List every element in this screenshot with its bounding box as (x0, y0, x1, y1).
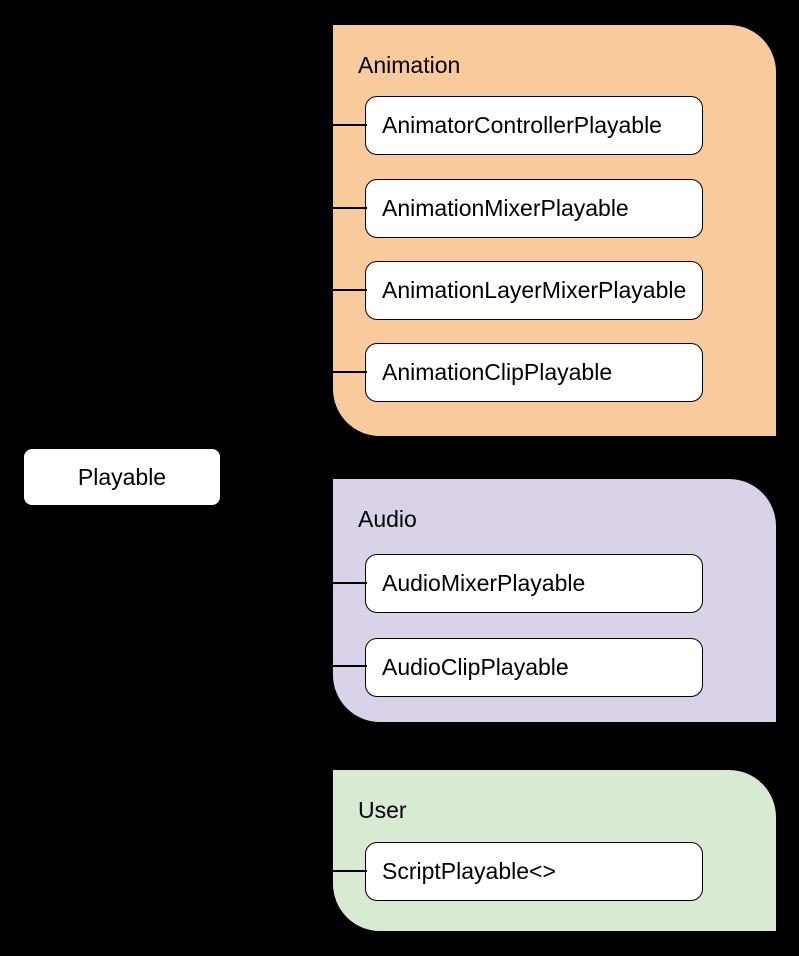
group-audio-label: Audio (358, 506, 417, 532)
node-animation-clip-playable: AnimationClipPlayable (365, 343, 703, 402)
node-label: AnimationLayerMixerPlayable (382, 277, 687, 303)
group-user: User ScriptPlayable<> (332, 769, 777, 932)
node-label: AudioClipPlayable (382, 654, 569, 680)
connector-line (222, 289, 367, 291)
playable-root-node: Playable (23, 448, 221, 506)
node-audio-mixer-playable: AudioMixerPlayable (365, 554, 703, 613)
node-label: ScriptPlayable<> (382, 858, 556, 884)
group-animation: Animation AnimatorControllerPlayable Ani… (332, 24, 777, 437)
connector-line (222, 582, 367, 584)
group-animation-label: Animation (358, 52, 461, 78)
node-label: AnimationMixerPlayable (382, 195, 629, 221)
node-animation-layer-mixer-playable: AnimationLayerMixerPlayable (365, 261, 703, 320)
node-animation-mixer-playable: AnimationMixerPlayable (365, 179, 703, 238)
connector-line (222, 207, 367, 209)
node-audio-clip-playable: AudioClipPlayable (365, 638, 703, 697)
group-user-label: User (358, 797, 407, 823)
node-label: AudioMixerPlayable (382, 570, 586, 596)
connector-line (222, 124, 367, 126)
connector-line (222, 371, 367, 373)
node-script-playable: ScriptPlayable<> (365, 842, 703, 901)
connector-line (222, 870, 367, 872)
playable-root-label: Playable (77, 463, 167, 490)
node-label: AnimatorControllerPlayable (382, 112, 662, 138)
connector-line (222, 665, 367, 667)
group-audio: Audio AudioMixerPlayable AudioClipPlayab… (332, 478, 777, 723)
node-animator-controller-playable: AnimatorControllerPlayable (365, 96, 703, 155)
node-label: AnimationClipPlayable (382, 359, 613, 385)
